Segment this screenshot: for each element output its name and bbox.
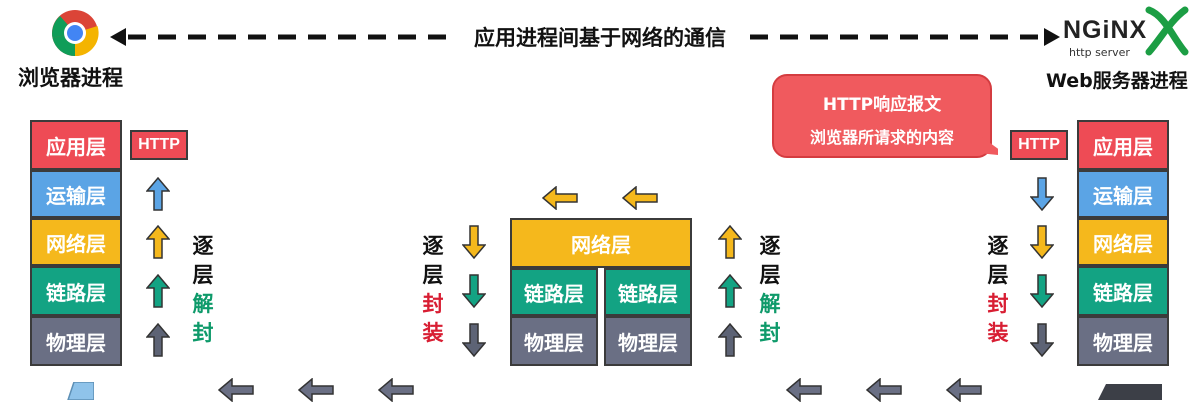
left-up-arrow-link (146, 274, 170, 308)
middle-up-arrow-link (718, 274, 742, 308)
left-link-layer: 链路层 (30, 266, 122, 316)
nginx-brand-text: NGiNX (1063, 16, 1148, 44)
chrome-icon (50, 8, 100, 58)
bottom-right-arrow-2 (866, 378, 902, 402)
middle-up-arrow-physical (718, 323, 742, 357)
right-transport-layer: 运输层 (1077, 170, 1169, 218)
right-network-layer: 网络层 (1077, 218, 1169, 266)
left-physical-layer: 物理层 (30, 316, 122, 366)
bottom-right-arrow-3 (946, 378, 982, 402)
browser-process-label: 浏览器进程 (18, 66, 123, 90)
nginx-sub-text: http server (1069, 46, 1130, 59)
router-physical-layer-left: 物理层 (510, 316, 598, 366)
left-up-arrow-transport (146, 177, 170, 211)
bottom-right-arrow-1 (786, 378, 822, 402)
web-server-process-label: Web服务器进程 (1046, 70, 1188, 92)
bottom-left-arrow-3 (378, 378, 414, 402)
left-up-arrow-network (146, 225, 170, 259)
middle-decap-text: 逐 层 解 封 (759, 234, 781, 345)
left-decap-text: 逐 层 解 封 (192, 234, 214, 345)
right-encap-text: 逐 层 封 装 (987, 234, 1009, 345)
left-network-layer: 网络层 (30, 218, 122, 266)
bubble-title: HTTP响应报文 (822, 95, 942, 115)
top-communication-label: 应用进程间基于网络的通信 (474, 26, 726, 50)
middle-encap-text: 逐 层 封 装 (422, 234, 444, 345)
right-down-arrow-physical (1030, 323, 1054, 357)
bidirectional-dashed-arrow (110, 22, 1060, 52)
left-http-tag: HTTP (130, 130, 188, 160)
http-response-bubble: HTTP响应报文 浏览器所请求的内容 (772, 74, 998, 160)
router-left-arrow-1 (542, 186, 578, 210)
middle-down-arrow-physical (462, 323, 486, 357)
router-link-layer-left: 链路层 (510, 268, 598, 316)
right-link-layer: 链路层 (1077, 266, 1169, 316)
left-transport-layer: 运输层 (30, 170, 122, 218)
middle-down-arrow-link (462, 274, 486, 308)
right-down-arrow-link (1030, 274, 1054, 308)
nginx-logo: NGiNX http server (1063, 6, 1193, 68)
right-http-tag: HTTP (1010, 130, 1068, 160)
left-app-layer: 应用层 (30, 120, 122, 170)
client-computer-icon (67, 382, 94, 400)
right-down-arrow-network (1030, 225, 1054, 259)
router-physical-layer-right: 物理层 (604, 316, 692, 366)
bottom-left-arrow-1 (218, 378, 254, 402)
left-up-arrow-physical (146, 323, 170, 357)
right-physical-layer: 物理层 (1077, 316, 1169, 366)
router-left-arrow-2 (622, 186, 658, 210)
middle-down-arrow-network (462, 225, 486, 259)
router-link-layer-right: 链路层 (604, 268, 692, 316)
router-network-layer: 网络层 (510, 218, 692, 268)
bottom-left-arrow-2 (298, 378, 334, 402)
bubble-body: 浏览器所请求的内容 (809, 128, 954, 147)
nginx-x-icon (1145, 6, 1189, 56)
middle-up-arrow-network (718, 225, 742, 259)
right-down-arrow-transport (1030, 177, 1054, 211)
server-machine-icon (1098, 384, 1162, 400)
right-app-layer: 应用层 (1077, 120, 1169, 170)
